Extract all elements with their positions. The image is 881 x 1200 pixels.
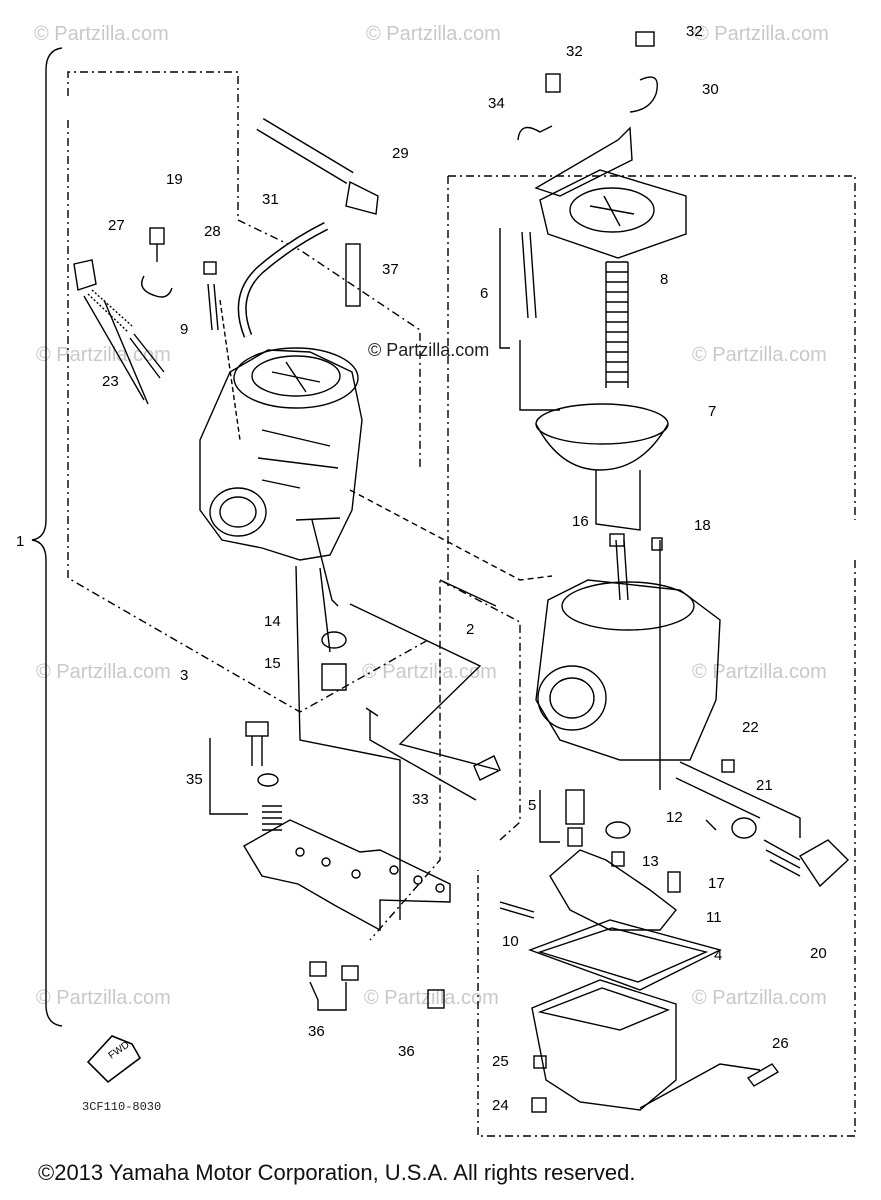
watermark: © Partzilla.com: [36, 661, 171, 683]
callout-33: 33: [412, 791, 429, 808]
callout-18: 18: [694, 517, 711, 534]
callout-32-left: 32: [566, 43, 583, 60]
callout-8: 8: [660, 271, 669, 288]
callout-17: 17: [708, 875, 725, 892]
watermark: © Partzilla.com: [34, 23, 169, 45]
callout-9: 9: [180, 321, 189, 338]
callout-11: 11: [706, 909, 722, 926]
watermark: © Partzilla.com: [36, 344, 171, 366]
callout-28: 28: [204, 223, 221, 240]
callout-20: 20: [810, 945, 827, 962]
callout-25: 25: [492, 1053, 509, 1070]
callout-12: 12: [666, 809, 683, 826]
callout-14: 14: [264, 613, 281, 630]
callout-36-left: 36: [308, 1023, 325, 1040]
callout-29: 29: [392, 145, 409, 162]
callout-31: 31: [262, 191, 279, 208]
callout-26: 26: [772, 1035, 789, 1052]
callout-10: 10: [502, 933, 519, 950]
fwd-arrow-icon: [86, 1035, 142, 1084]
watermark: © Partzilla.com: [692, 344, 827, 366]
callout-22: 22: [742, 719, 759, 736]
callout-6: 6: [480, 285, 489, 302]
callout-27: 27: [108, 217, 125, 234]
callout-23: 23: [102, 373, 119, 390]
callout-16: 16: [572, 513, 589, 530]
callout-36-right: 36: [398, 1043, 415, 1060]
callout-4: 4: [714, 947, 723, 964]
watermark: © Partzilla.com: [692, 661, 827, 683]
callout-15: 15: [264, 655, 281, 672]
watermark: © Partzilla.com: [362, 661, 497, 683]
callout-5: 5: [528, 797, 537, 814]
callout-19: 19: [166, 171, 183, 188]
callout-2: 2: [466, 621, 475, 638]
callout-37: 37: [382, 261, 399, 278]
callout-34: 34: [488, 95, 505, 112]
callout-3: 3: [180, 667, 189, 684]
center-watermark: © Partzilla.com: [368, 340, 490, 360]
callout-7: 7: [708, 403, 717, 420]
callout-21: 21: [756, 777, 773, 794]
watermark: © Partzilla.com: [366, 23, 501, 45]
watermark: © Partzilla.com: [364, 987, 499, 1009]
watermark: © Partzilla.com: [692, 987, 827, 1009]
watermark: © Partzilla.com: [36, 987, 171, 1009]
callout-35: 35: [186, 771, 203, 788]
callout-30: 30: [702, 81, 719, 98]
watermark: © Partzilla.com: [694, 23, 829, 45]
diagram-code: 3CF110-8030: [82, 1100, 162, 1114]
callout-1: 1: [16, 533, 25, 550]
callout-13: 13: [642, 853, 659, 870]
callout-24: 24: [492, 1097, 509, 1114]
callout-32-right: 32: [686, 23, 703, 40]
copyright-notice: ©2013 Yamaha Motor Corporation, U.S.A. A…: [38, 1160, 636, 1185]
